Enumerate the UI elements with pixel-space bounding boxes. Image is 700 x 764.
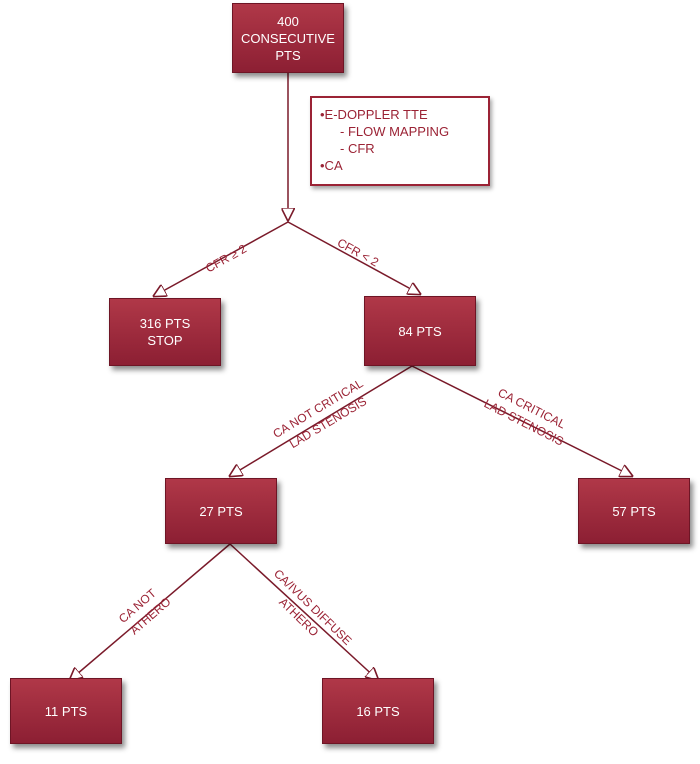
node-400-consecutive-pts: 400 CONSECUTIVE PTS <box>232 3 344 73</box>
node-11-label: 11 PTS <box>44 703 88 719</box>
methods-line3: - CFR <box>340 141 375 156</box>
node-stop-line1: 316 PTS <box>139 316 191 331</box>
connector-to-57pts <box>411 365 632 476</box>
node-27-label: 27 PTS <box>199 503 243 519</box>
node-11-pts: 11 PTS <box>10 678 122 744</box>
connector-to-16pts <box>229 543 378 680</box>
node-start-line2: CONSECUTIVE <box>241 30 335 46</box>
node-16-pts: 16 PTS <box>322 678 434 744</box>
node-16-label: 16 PTS <box>356 703 400 719</box>
methods-box: •E-DOPPLER TTE - FLOW MAPPING - CFR •CA <box>310 96 490 186</box>
methods-line4: •CA <box>320 158 343 173</box>
connector-to-11pts <box>70 543 231 680</box>
connector-to-27pts <box>230 365 413 476</box>
node-stop-line2: STOP <box>147 333 183 348</box>
node-57-label: 57 PTS <box>612 503 656 519</box>
node-57-pts: 57 PTS <box>578 478 690 544</box>
node-316-pts-stop: 316 PTS STOP <box>109 298 221 366</box>
edge-label-cfr-ge2: CFR ≥ 2 <box>203 241 249 275</box>
methods-line1: •E-DOPPLER TTE <box>320 107 428 122</box>
node-84-label: 84 PTS <box>398 323 442 339</box>
methods-line2: - FLOW MAPPING <box>340 124 450 139</box>
node-27-pts: 27 PTS <box>165 478 277 544</box>
edge-label-cfr-lt2: CFR < 2 <box>335 235 381 269</box>
connector-to-84pts <box>287 221 420 294</box>
node-84-pts: 84 PTS <box>364 296 476 366</box>
node-start-line3: PTS <box>275 47 301 63</box>
node-start-line1: 400 <box>277 13 299 29</box>
connector-to-stop <box>154 221 289 296</box>
